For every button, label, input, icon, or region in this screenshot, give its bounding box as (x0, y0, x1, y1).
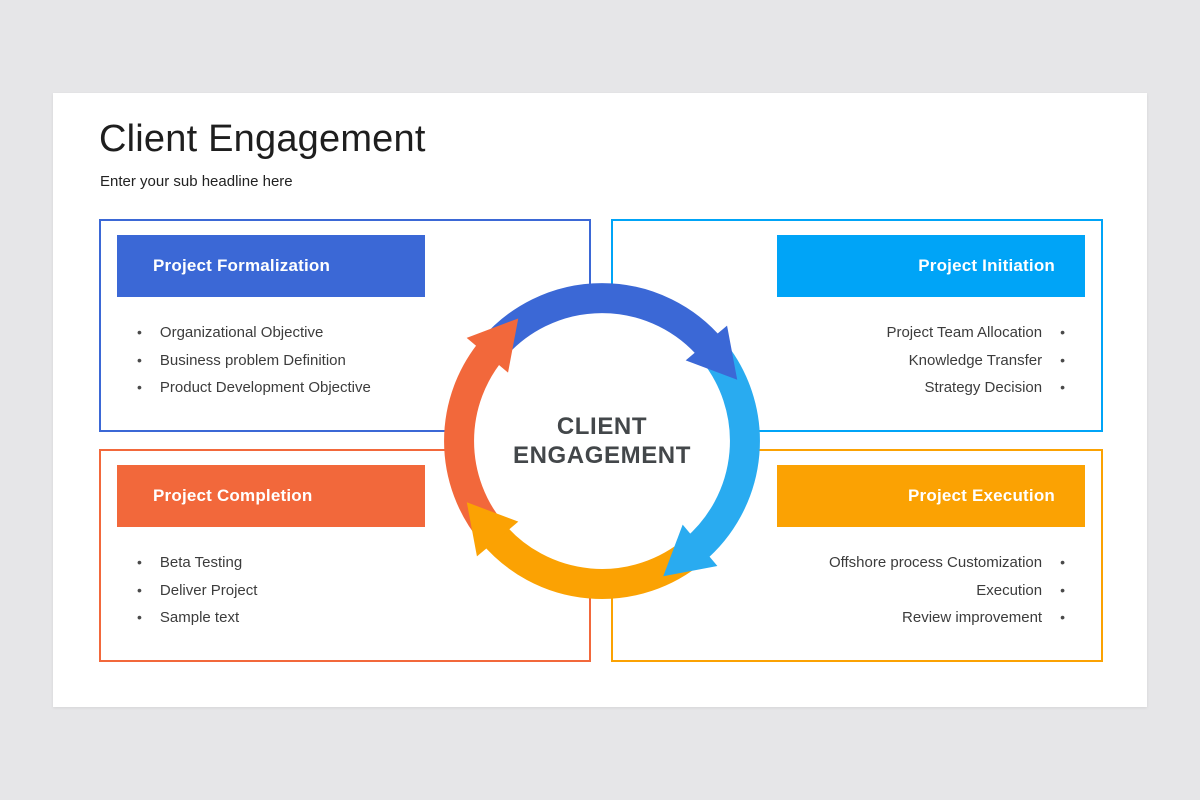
list-item: Review improvement (613, 604, 1101, 632)
list-item: Beta Testing (101, 549, 589, 577)
list-item: Knowledge Transfer (613, 347, 1101, 375)
cycle-center-label: CLIENT ENGAGEMENT (422, 261, 782, 621)
arrow-head-icon (685, 325, 738, 380)
bullet-list-execution: Offshore process Customization Execution… (613, 549, 1101, 632)
arrow-head-icon (663, 524, 718, 577)
cycle-center-line1: CLIENT (556, 413, 648, 440)
quadrant-header-execution: Project Execution (777, 465, 1085, 527)
list-item: Project Team Allocation (613, 319, 1101, 347)
arrow-head-icon (466, 318, 519, 373)
quadrant-header-completion: Project Completion (117, 465, 425, 527)
list-item: Strategy Decision (613, 374, 1101, 402)
cycle-rings (444, 283, 760, 599)
list-item: Business problem Definition (101, 347, 589, 375)
list-item: Sample text (101, 604, 589, 632)
list-item: Deliver Project (101, 577, 589, 605)
arrow-head-icon (466, 502, 519, 557)
cycle-hub (473, 312, 731, 570)
cycle-diagram: CLIENT ENGAGEMENT (422, 261, 782, 621)
cycle-center-line2: ENGAGEMENT (512, 442, 691, 469)
list-item: Product Development Objective (101, 374, 589, 402)
page-subtitle: Enter your sub headline here (100, 173, 293, 190)
page-title: Client Engagement (99, 118, 426, 160)
slide: Client Engagement Enter your sub headlin… (53, 93, 1147, 707)
list-item: Execution (613, 577, 1101, 605)
list-item: Organizational Objective (101, 319, 589, 347)
list-item: Offshore process Customization (613, 549, 1101, 577)
quadrant-header-initiation: Project Initiation (777, 235, 1085, 297)
quadrant-header-formalization: Project Formalization (117, 235, 425, 297)
bullet-list-completion: Beta Testing Deliver Project Sample text (101, 549, 589, 632)
bullet-list-initiation: Project Team Allocation Knowledge Transf… (613, 319, 1101, 402)
cycle-arc-top (481, 283, 723, 359)
bullet-list-formalization: Organizational Objective Business proble… (101, 319, 589, 402)
